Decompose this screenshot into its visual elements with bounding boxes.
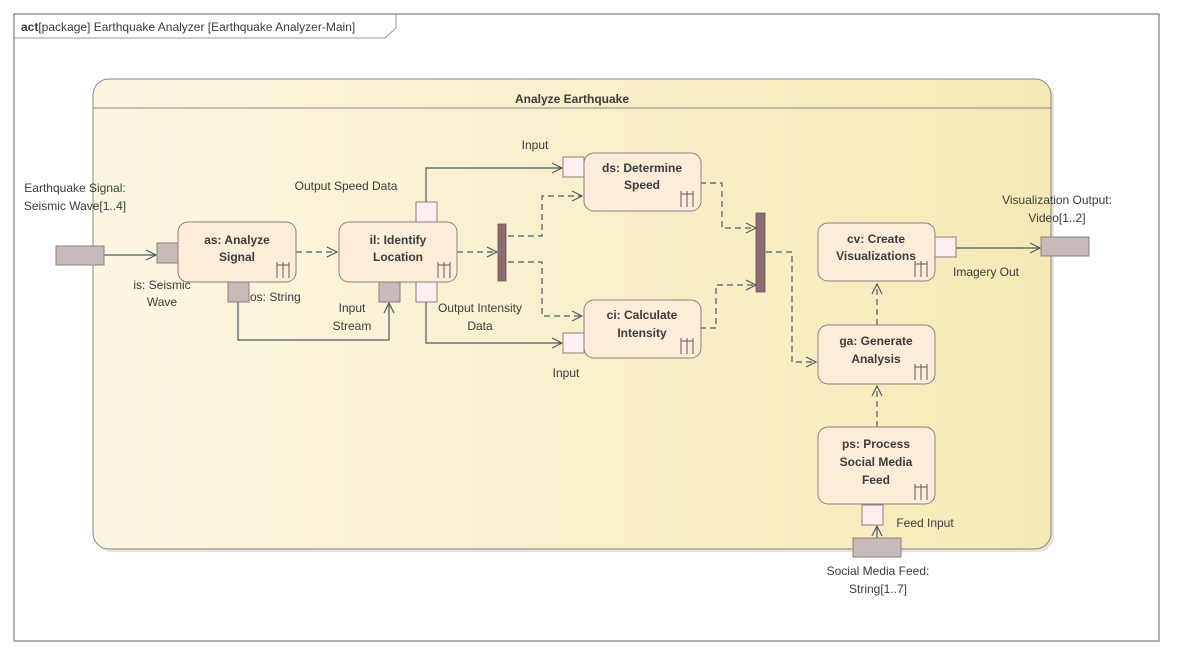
- parameter-social-media-feed[interactable]: [852, 537, 902, 558]
- parameter-label: Seismic Wave[1..4]: [24, 199, 126, 213]
- flow-intensity-data-to-ci: [425, 302, 562, 343]
- pin-is-seismic-wave[interactable]: [156, 242, 179, 264]
- action-determine-speed[interactable]: ds: Determine Speed: [583, 152, 702, 212]
- flow-os-to-input-stream: [237, 302, 389, 341]
- action-label: Location: [373, 250, 423, 264]
- action-label: ci: Calculate: [607, 308, 678, 322]
- parameter-label: Social Media Feed:: [827, 564, 930, 578]
- pin-imagery-out[interactable]: [934, 236, 957, 258]
- action-label: ds: Determine: [602, 161, 682, 175]
- action-label: ga: Generate: [839, 334, 913, 348]
- parameter-earthquake-signal[interactable]: [55, 245, 105, 266]
- activity-title: Analyze Earthquake: [515, 92, 629, 106]
- pin-os-string[interactable]: [227, 281, 250, 303]
- action-label: Analysis: [851, 352, 901, 366]
- pin-label: Input: [553, 366, 580, 380]
- action-label: il: Identify: [370, 233, 427, 247]
- action-label: Visualizations: [836, 249, 916, 263]
- pin-ds-input[interactable]: [562, 156, 585, 178]
- action-label: Intensity: [617, 326, 667, 340]
- action-label: Feed: [862, 473, 890, 487]
- pin-label: Imagery Out: [953, 265, 1020, 279]
- frame-keyword: act: [21, 20, 38, 34]
- flow-join-to-ga: [766, 251, 816, 362]
- pin-output-speed-data[interactable]: [415, 201, 438, 223]
- control-flows: [296, 182, 877, 427]
- action-analyze-signal[interactable]: as: Analyze Signal: [177, 221, 297, 283]
- rake-icon: [437, 262, 451, 278]
- flow-speed-data-to-ds: [425, 168, 562, 202]
- pin-label: Data: [467, 319, 493, 333]
- frame-title-text: [package] Earthquake Analyzer [Earthquak…: [38, 20, 355, 34]
- pin-label: Input: [339, 301, 366, 315]
- pin-feed-input[interactable]: [861, 504, 884, 526]
- pin-output-intensity-data[interactable]: [415, 281, 438, 303]
- flow-fork-to-ds: [508, 196, 582, 237]
- pin-ci-input[interactable]: [562, 332, 585, 354]
- rake-icon: [914, 484, 928, 500]
- action-identify-location[interactable]: il: Identify Location: [338, 221, 458, 283]
- pin-label: Wave: [147, 295, 178, 309]
- action-create-visualizations[interactable]: cv: Create Visualizations: [817, 222, 936, 282]
- join-bar[interactable]: [755, 212, 766, 293]
- action-label: as: Analyze: [204, 233, 270, 247]
- pin-label: is: Seismic: [133, 278, 190, 292]
- action-process-social-media-feed[interactable]: ps: Process Social Media Feed: [817, 426, 936, 505]
- rake-icon: [276, 262, 290, 278]
- action-generate-analysis[interactable]: ga: Generate Analysis: [817, 324, 936, 385]
- action-label: cv: Create: [847, 232, 905, 246]
- parameter-label: Earthquake Signal:: [24, 181, 125, 195]
- parameter-label: String[1..7]: [849, 582, 907, 596]
- pin-label: Stream: [333, 319, 372, 333]
- rake-icon: [914, 364, 928, 380]
- pin-label: os: String: [250, 290, 301, 304]
- action-label: Signal: [219, 250, 255, 264]
- pin-label: Output Intensity: [438, 301, 522, 315]
- pin-label: Output Speed Data: [295, 179, 398, 193]
- fork-bar[interactable]: [497, 223, 507, 282]
- pin-label: Input: [522, 138, 549, 152]
- parameter-label: Visualization Output:: [1002, 193, 1112, 207]
- pin-input-stream[interactable]: [378, 281, 401, 303]
- action-label: Social Media: [840, 455, 913, 469]
- flow-ds-to-join: [700, 182, 756, 228]
- pin-label: Feed Input: [896, 516, 954, 530]
- parameter-label: Video[1..2]: [1028, 211, 1085, 225]
- rake-icon: [680, 191, 694, 207]
- rake-icon: [680, 338, 694, 354]
- action-label: Speed: [624, 178, 660, 192]
- flow-fork-to-ci: [508, 261, 582, 316]
- action-label: ps: Process: [842, 437, 910, 451]
- frame-title: act[package] Earthquake Analyzer [Earthq…: [21, 20, 355, 34]
- parameter-visualization-output[interactable]: [1040, 236, 1090, 257]
- action-calculate-intensity[interactable]: ci: Calculate Intensity: [583, 299, 702, 359]
- rake-icon: [914, 261, 928, 277]
